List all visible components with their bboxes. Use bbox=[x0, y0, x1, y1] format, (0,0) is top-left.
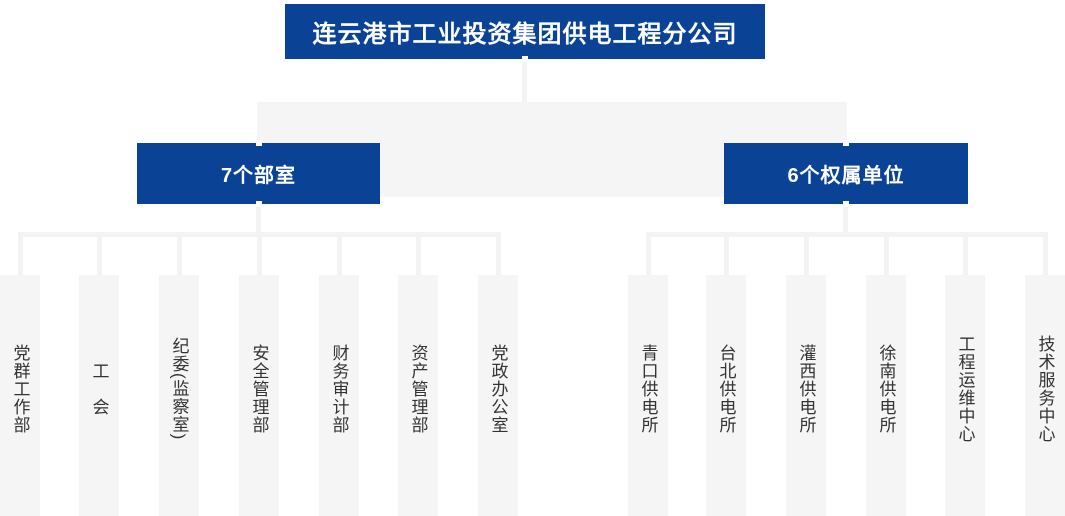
org-root-node: 连云港市工业投资集团供电工程分公司 bbox=[285, 4, 765, 59]
org-leaf-label: 纪委(监察室) bbox=[169, 336, 189, 441]
org-leaf-label: 灌西供电所 bbox=[796, 343, 816, 434]
org-root-label: 连云港市工业投资集团供电工程分公司 bbox=[312, 21, 738, 48]
org-leaf-node: 灌西供电所 bbox=[786, 275, 826, 516]
org-leaf-node: 工 会 bbox=[79, 275, 119, 516]
org-leaf-node: 党群工作部 bbox=[0, 275, 40, 516]
connector-drop bbox=[963, 232, 968, 275]
connector-drop bbox=[496, 232, 501, 275]
org-leaf-label: 资产管理部 bbox=[408, 343, 428, 434]
org-leaf-node: 青口供电所 bbox=[628, 275, 668, 516]
org-leaf-node: 工程运维中心 bbox=[945, 275, 985, 516]
junction-tick-left-bottom bbox=[256, 201, 262, 207]
org-leaf-node: 台北供电所 bbox=[706, 275, 746, 516]
org-leaf-label: 工程运维中心 bbox=[955, 334, 975, 443]
connector-drop bbox=[97, 232, 102, 275]
org-leaf-label: 台北供电所 bbox=[716, 343, 736, 434]
connector-drop bbox=[257, 232, 262, 275]
org-leaf-node: 徐南供电所 bbox=[866, 275, 906, 516]
connector-drop bbox=[1043, 232, 1048, 275]
junction-tick-right-bottom bbox=[843, 201, 849, 207]
connector-right-hline bbox=[646, 232, 1047, 237]
connector-drop bbox=[416, 232, 421, 275]
junction-tick-right-top bbox=[843, 140, 849, 146]
org-leaf-label: 党群工作部 bbox=[10, 343, 30, 434]
connector-drop bbox=[884, 232, 889, 275]
org-leaf-label: 青口供电所 bbox=[638, 343, 658, 434]
org-leaf-label: 财务审计部 bbox=[329, 343, 349, 434]
org-leaf-node: 纪委(监察室) bbox=[159, 275, 199, 516]
org-leaf-label: 党政办公室 bbox=[488, 343, 508, 434]
connector-right-group-stub bbox=[843, 204, 848, 237]
junction-tick-left-top bbox=[256, 140, 262, 146]
connector-left-group-stub bbox=[256, 204, 261, 237]
org-group-node-departments: 7个部室 bbox=[137, 143, 380, 204]
junction-tick-root-bottom bbox=[522, 56, 528, 62]
org-group-label-departments: 7个部室 bbox=[220, 165, 297, 187]
org-leaf-label: 工 会 bbox=[89, 361, 109, 416]
connector-drop bbox=[18, 232, 23, 275]
connector-drop bbox=[646, 232, 651, 275]
org-leaf-node: 资产管理部 bbox=[398, 275, 438, 516]
org-leaf-label: 安全管理部 bbox=[249, 343, 269, 434]
org-group-label-units: 6个权属单位 bbox=[787, 165, 905, 187]
org-leaf-node: 技术服务中心 bbox=[1025, 275, 1065, 516]
org-leaf-node: 财务审计部 bbox=[319, 275, 359, 516]
org-leaf-label: 技术服务中心 bbox=[1035, 334, 1055, 443]
connector-drop bbox=[337, 232, 342, 275]
org-group-node-units: 6个权属单位 bbox=[724, 143, 968, 204]
connector-drop bbox=[724, 232, 729, 275]
connector-root-stub bbox=[522, 59, 527, 102]
connector-drop bbox=[177, 232, 182, 275]
connector-drop bbox=[804, 232, 809, 275]
org-leaf-node: 安全管理部 bbox=[239, 275, 279, 516]
org-leaf-label: 徐南供电所 bbox=[876, 343, 896, 434]
org-leaf-node: 党政办公室 bbox=[478, 275, 518, 516]
